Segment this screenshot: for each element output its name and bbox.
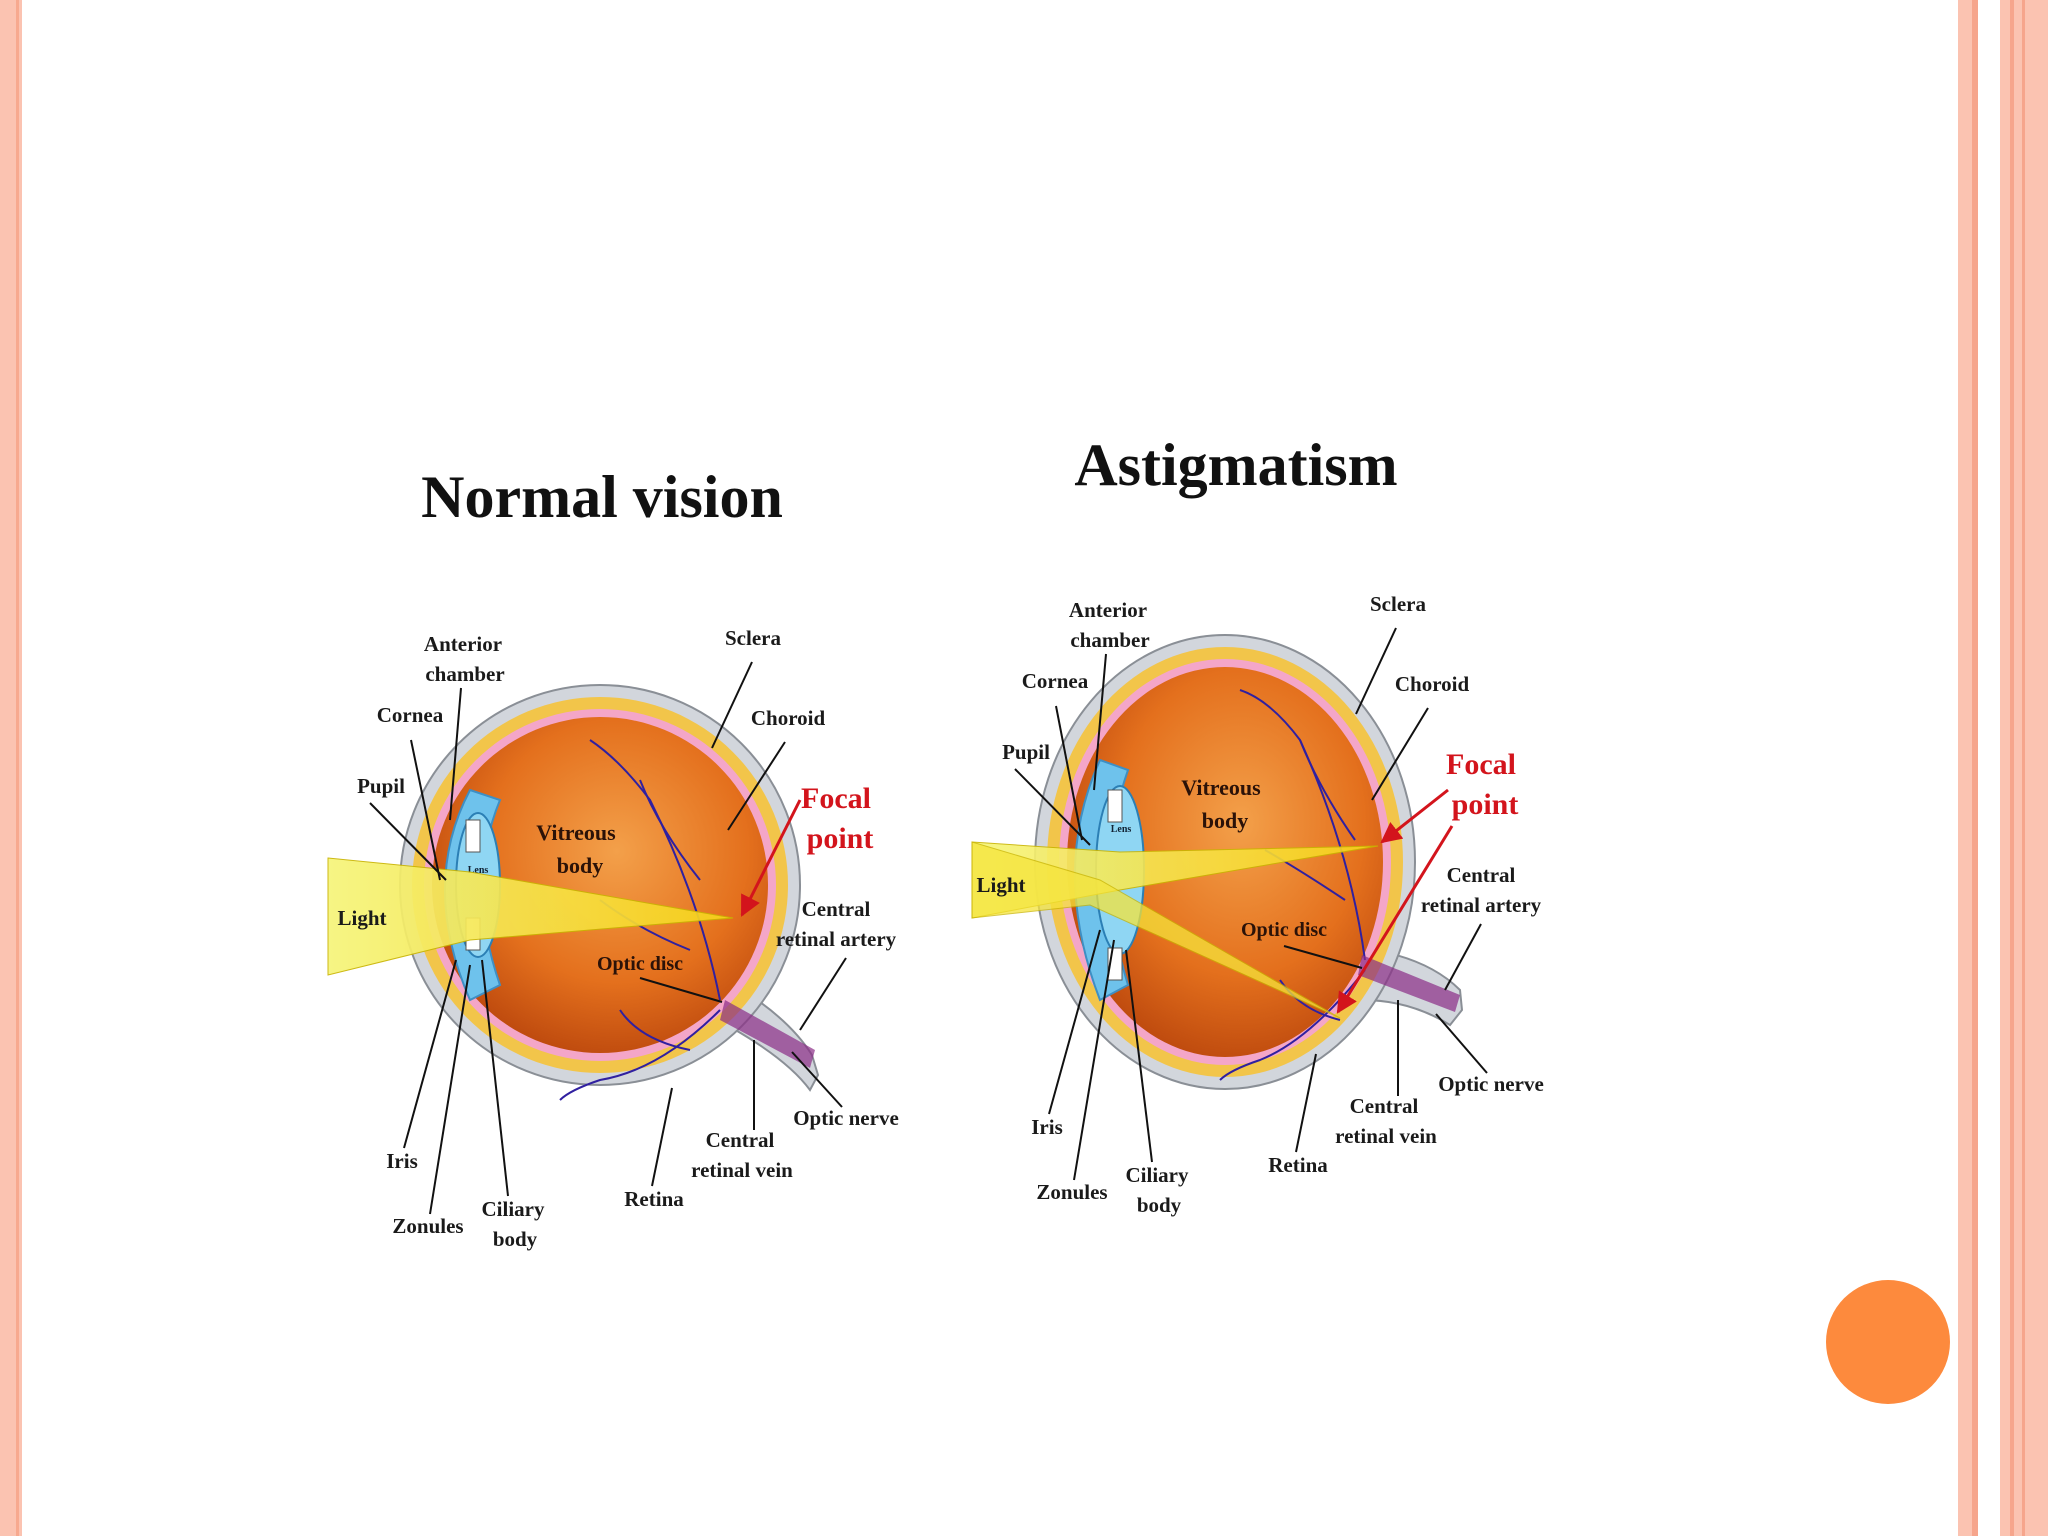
normal-vision-panel: Normal vision Lens (327, 464, 899, 1251)
anterior-chamber-label-2: chamber (425, 662, 504, 686)
cornea-label: Cornea (377, 703, 444, 727)
slide-decoration-dot (1826, 1280, 1950, 1404)
pupil-label: Pupil (1002, 740, 1050, 764)
pupil-label: Pupil (357, 774, 405, 798)
sclera-label: Sclera (725, 626, 781, 650)
astigmatism-panel: Astigmatism Lens Anterior (971, 432, 1544, 1217)
sclera-label: Sclera (1370, 592, 1426, 616)
ciliary-body-label-2: body (493, 1227, 538, 1251)
central-retinal-artery-label-1: Central (1447, 863, 1516, 887)
light-beam-lower (971, 841, 1341, 1019)
optic-disc-label: Optic disc (1241, 919, 1327, 941)
focal-point-label-1: Focal (1446, 748, 1516, 781)
light-label: Light (976, 873, 1025, 897)
slide-frame-left (0, 0, 22, 1536)
focal-point-label-2: point (1452, 788, 1519, 821)
light-label: Light (337, 906, 386, 930)
focal-point-label-1: Focal (801, 782, 871, 815)
optic-nerve-label: Optic nerve (1438, 1072, 1544, 1096)
focal-point-arrow (740, 799, 802, 917)
choroid-label: Choroid (751, 706, 826, 730)
slide-frame-right (1958, 0, 2048, 1536)
vitreous-body-label-1: Vitreous (1181, 775, 1261, 800)
central-retinal-vein-label-2: retinal vein (691, 1158, 793, 1182)
anterior-chamber-label-1: Anterior (1069, 598, 1147, 622)
zonules-label: Zonules (392, 1214, 463, 1238)
central-retinal-artery-label-2: retinal artery (776, 927, 897, 951)
vitreous-body (432, 717, 768, 1053)
iris-label: Iris (1031, 1115, 1063, 1139)
retinal-vessels (559, 739, 721, 1101)
focal-point-arrow-lower (1336, 825, 1454, 1014)
iris (465, 819, 481, 853)
focal-point-label-2: point (807, 822, 874, 855)
central-retinal-artery-label-2: retinal artery (1421, 893, 1542, 917)
ciliary-body-label-1: Ciliary (1126, 1163, 1189, 1187)
light-beam (327, 857, 734, 976)
focal-point-arrow-upper (1380, 788, 1449, 844)
normal-eye-illustration: Lens (327, 684, 820, 1101)
anterior-chamber-label-1: Anterior (424, 632, 502, 656)
iris (1107, 789, 1123, 823)
retina-label: Retina (1268, 1153, 1328, 1177)
iris-label: Iris (386, 1149, 418, 1173)
vitreous-body-label-2: body (1202, 808, 1248, 833)
astigmatic-eye-illustration: Lens (971, 634, 1464, 1090)
retina-label: Retina (624, 1187, 684, 1211)
choroid-label: Choroid (1395, 672, 1470, 696)
ciliary-body-label-2: body (1137, 1193, 1182, 1217)
zonules-label: Zonules (1036, 1180, 1107, 1204)
anterior-chamber-label-2: chamber (1070, 628, 1149, 652)
astigmatism-title: Astigmatism (1074, 432, 1397, 498)
central-retinal-artery-label-1: Central (802, 897, 871, 921)
central-retinal-vein-label-2: retinal vein (1335, 1124, 1437, 1148)
central-retinal-vein-label-1: Central (1350, 1094, 1419, 1118)
cornea-label: Cornea (1022, 669, 1089, 693)
lens-label: Lens (1111, 824, 1132, 835)
optic-nerve-label: Optic nerve (793, 1106, 899, 1130)
normal-vision-title: Normal vision (421, 464, 783, 530)
leader-lines (1014, 627, 1488, 1181)
vitreous-body-label-2: body (557, 853, 603, 878)
ciliary-body-label-1: Ciliary (482, 1197, 545, 1221)
vitreous-body-label-1: Vitreous (536, 820, 616, 845)
leader-lines (369, 661, 847, 1215)
central-retinal-vein-label-1: Central (706, 1128, 775, 1152)
optic-disc-label: Optic disc (597, 953, 683, 975)
lens-label: Lens (468, 865, 489, 876)
